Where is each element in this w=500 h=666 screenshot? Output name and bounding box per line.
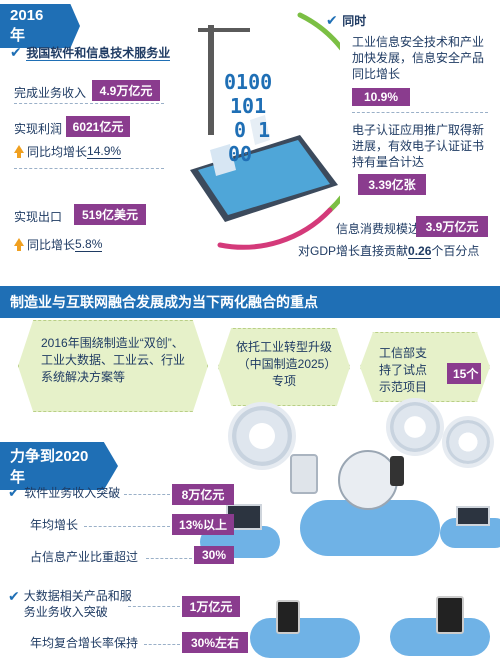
info-consume-label: 信息消费规模达到 <box>336 222 433 236</box>
stat-value-export: 519亿美元 <box>74 204 146 225</box>
info-consume-value: 3.9万亿元 <box>416 216 488 237</box>
export-growth-value: 5.8% <box>75 237 103 252</box>
stat-label-revenue: 完成业务收入 <box>14 86 87 100</box>
check-icon: ✔ <box>10 44 22 60</box>
hex-box-3: 工信部支持了试点示范项目 15个 <box>360 332 490 402</box>
hex-box-2: 依托工业转型升级（中国制造2025）专项 <box>218 328 350 406</box>
right-heading: ✔ 同时 <box>326 12 367 28</box>
goal-cagr-label: 年均复合增长率保持 <box>30 636 139 650</box>
leader-line <box>84 526 170 527</box>
check-icon: ✔ <box>326 12 338 28</box>
stat-label-profit: 实现利润 <box>14 122 63 136</box>
laptop-icon <box>456 506 490 526</box>
binary-digits: 0100 101 0 1 00 <box>224 70 273 166</box>
stat-label-export: 实现出口 <box>14 210 63 224</box>
goal-annual-growth-value: 13%以上 <box>172 514 234 535</box>
stat-value-revenue: 4.9万亿元 <box>92 80 160 101</box>
year-tag-2016: 2016年 <box>0 4 80 48</box>
gdp-contribution: 对GDP增长直接贡献0.26个百分点 <box>298 244 480 259</box>
check-icon: ✔ <box>8 588 20 604</box>
goal-bigdata: ✔ 大数据相关产品和服务业务收入突破 <box>8 588 132 619</box>
cloud-network-illustration <box>200 400 500 666</box>
goal-share-label: 占信息产业比重超过 <box>30 550 139 564</box>
divider <box>14 168 164 169</box>
e-cert-text: 电子认证应用推广取得新进展，有效电子认证证书持有量合计达 <box>352 123 485 169</box>
goal-cagr-value: 30%左右 <box>182 632 248 653</box>
export-growth-row: 同比增长 5.8% <box>14 236 103 253</box>
leader-line <box>128 606 180 607</box>
gear-icon <box>232 406 292 466</box>
up-arrow-icon <box>14 238 24 251</box>
tablet-icon <box>276 600 300 634</box>
server-icon <box>290 454 318 494</box>
e-cert-value: 3.39亿张 <box>358 174 426 195</box>
leader-line <box>146 558 192 559</box>
stat-label-growth: 同比均增长 <box>27 145 88 159</box>
divider <box>14 103 164 104</box>
security-growth-value: 10.9% <box>352 88 410 106</box>
goal-annual-growth-label: 年均增长 <box>30 518 79 532</box>
hex-box-1: 2016年围绕制造业“双创”、工业大数据、工业云、行业系统解决方案等 <box>18 320 208 412</box>
satellite-dish-icon <box>338 450 398 510</box>
phone-icon <box>390 456 404 486</box>
digital-tablet-illustration: 0100 101 0 1 00 <box>180 10 370 250</box>
goal-software-revenue: ✔ 软件业务收入突破 <box>8 484 121 500</box>
export-growth-label: 同比增长 <box>27 238 76 252</box>
pilot-projects-value: 15个 <box>447 363 481 384</box>
security-industry-text: 工业信息安全技术和产业加快发展，信息安全产品同比增长 <box>352 35 485 81</box>
year-tag-2020: 力争到2020年 <box>0 442 118 490</box>
goal-software-revenue-value: 8万亿元 <box>172 484 234 505</box>
integration-banner: 制造业与互联网融合发展成为当下两化融合的重点 <box>0 286 500 318</box>
goal-bigdata-value: 1万亿元 <box>182 596 240 617</box>
stat-value-profit: 6021亿元 <box>66 116 130 137</box>
divider <box>352 112 488 113</box>
goal-share-value: 30% <box>194 546 234 564</box>
leader-line <box>124 494 170 495</box>
gear-icon <box>390 402 440 452</box>
stat-growth-row: 同比均增长 14.9% <box>14 143 122 160</box>
section-heading-2016: ✔ 我国软件和信息技术服务业 <box>10 44 171 62</box>
stat-value-growth: 14.9% <box>87 144 122 159</box>
check-icon: ✔ <box>8 484 20 500</box>
software-service-heading: 我国软件和信息技术服务业 <box>26 46 171 61</box>
leader-line <box>144 644 180 645</box>
tablet-icon <box>436 596 464 634</box>
up-arrow-icon <box>14 145 24 158</box>
gear-icon <box>446 420 490 464</box>
cloud-icon <box>250 618 360 658</box>
